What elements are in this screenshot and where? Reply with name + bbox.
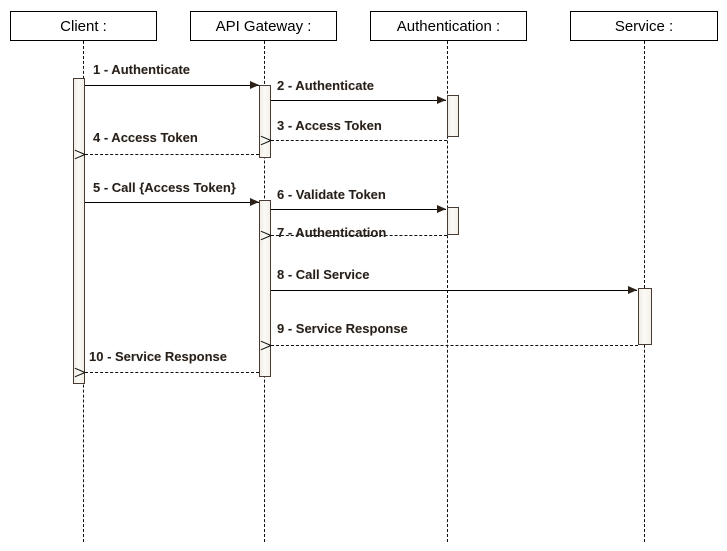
- lifeline-authentication: [447, 41, 448, 542]
- message-line-9[interactable]: [271, 345, 638, 346]
- activation-bar-api-gateway[interactable]: [259, 85, 271, 158]
- message-line-3[interactable]: [271, 140, 447, 141]
- message-label-8: 8 - Call Service: [277, 267, 370, 282]
- message-arrowhead-1: [250, 81, 259, 89]
- participant-label-client: Client :: [60, 17, 107, 35]
- activation-bar-client[interactable]: [73, 78, 85, 384]
- message-label-7: 7 - Authentication: [277, 225, 387, 240]
- participant-label-service: Service :: [614, 17, 674, 35]
- message-line-7[interactable]: [271, 235, 447, 236]
- message-line-2[interactable]: [271, 100, 446, 101]
- activation-bar-authentication[interactable]: [447, 95, 459, 137]
- message-arrowhead-4: [85, 150, 95, 159]
- message-line-8[interactable]: [271, 290, 637, 291]
- message-label-2: 2 - Authenticate: [277, 78, 375, 93]
- message-line-6[interactable]: [271, 209, 446, 210]
- message-line-10[interactable]: [85, 372, 259, 373]
- activation-bar-service[interactable]: [638, 288, 652, 345]
- message-arrowhead-5: [250, 198, 259, 206]
- message-label-5: 5 - Call {Access Token}: [93, 180, 236, 195]
- participant-box-client[interactable]: Client :: [10, 11, 157, 41]
- message-label-4: 4 - Access Token: [93, 130, 198, 145]
- message-arrowhead-3: [271, 136, 281, 145]
- message-label-10: 10 - Service Response: [89, 349, 228, 364]
- activation-bar-api-gateway[interactable]: [259, 200, 271, 377]
- message-label-9: 9 - Service Response: [277, 321, 408, 336]
- participant-box-api-gateway[interactable]: API Gateway :: [190, 11, 337, 41]
- participant-label-authentication: Authentication :: [396, 17, 501, 35]
- message-line-1[interactable]: [85, 85, 259, 86]
- message-arrowhead-6: [437, 205, 446, 213]
- message-label-3: 3 - Access Token: [277, 118, 382, 133]
- participant-label-api-gateway: API Gateway :: [215, 17, 312, 35]
- message-label-1: 1 - Authenticate: [93, 62, 191, 77]
- message-label-6: 6 - Validate Token: [277, 187, 386, 202]
- message-line-4[interactable]: [85, 154, 259, 155]
- activation-bar-authentication[interactable]: [447, 207, 459, 235]
- participant-box-service[interactable]: Service :: [570, 11, 718, 41]
- message-arrowhead-8: [628, 286, 637, 294]
- message-arrowhead-2: [437, 96, 446, 104]
- message-arrowhead-9: [271, 341, 281, 350]
- participant-box-authentication[interactable]: Authentication :: [370, 11, 527, 41]
- message-line-5[interactable]: [85, 202, 259, 203]
- message-arrowhead-10: [85, 368, 95, 377]
